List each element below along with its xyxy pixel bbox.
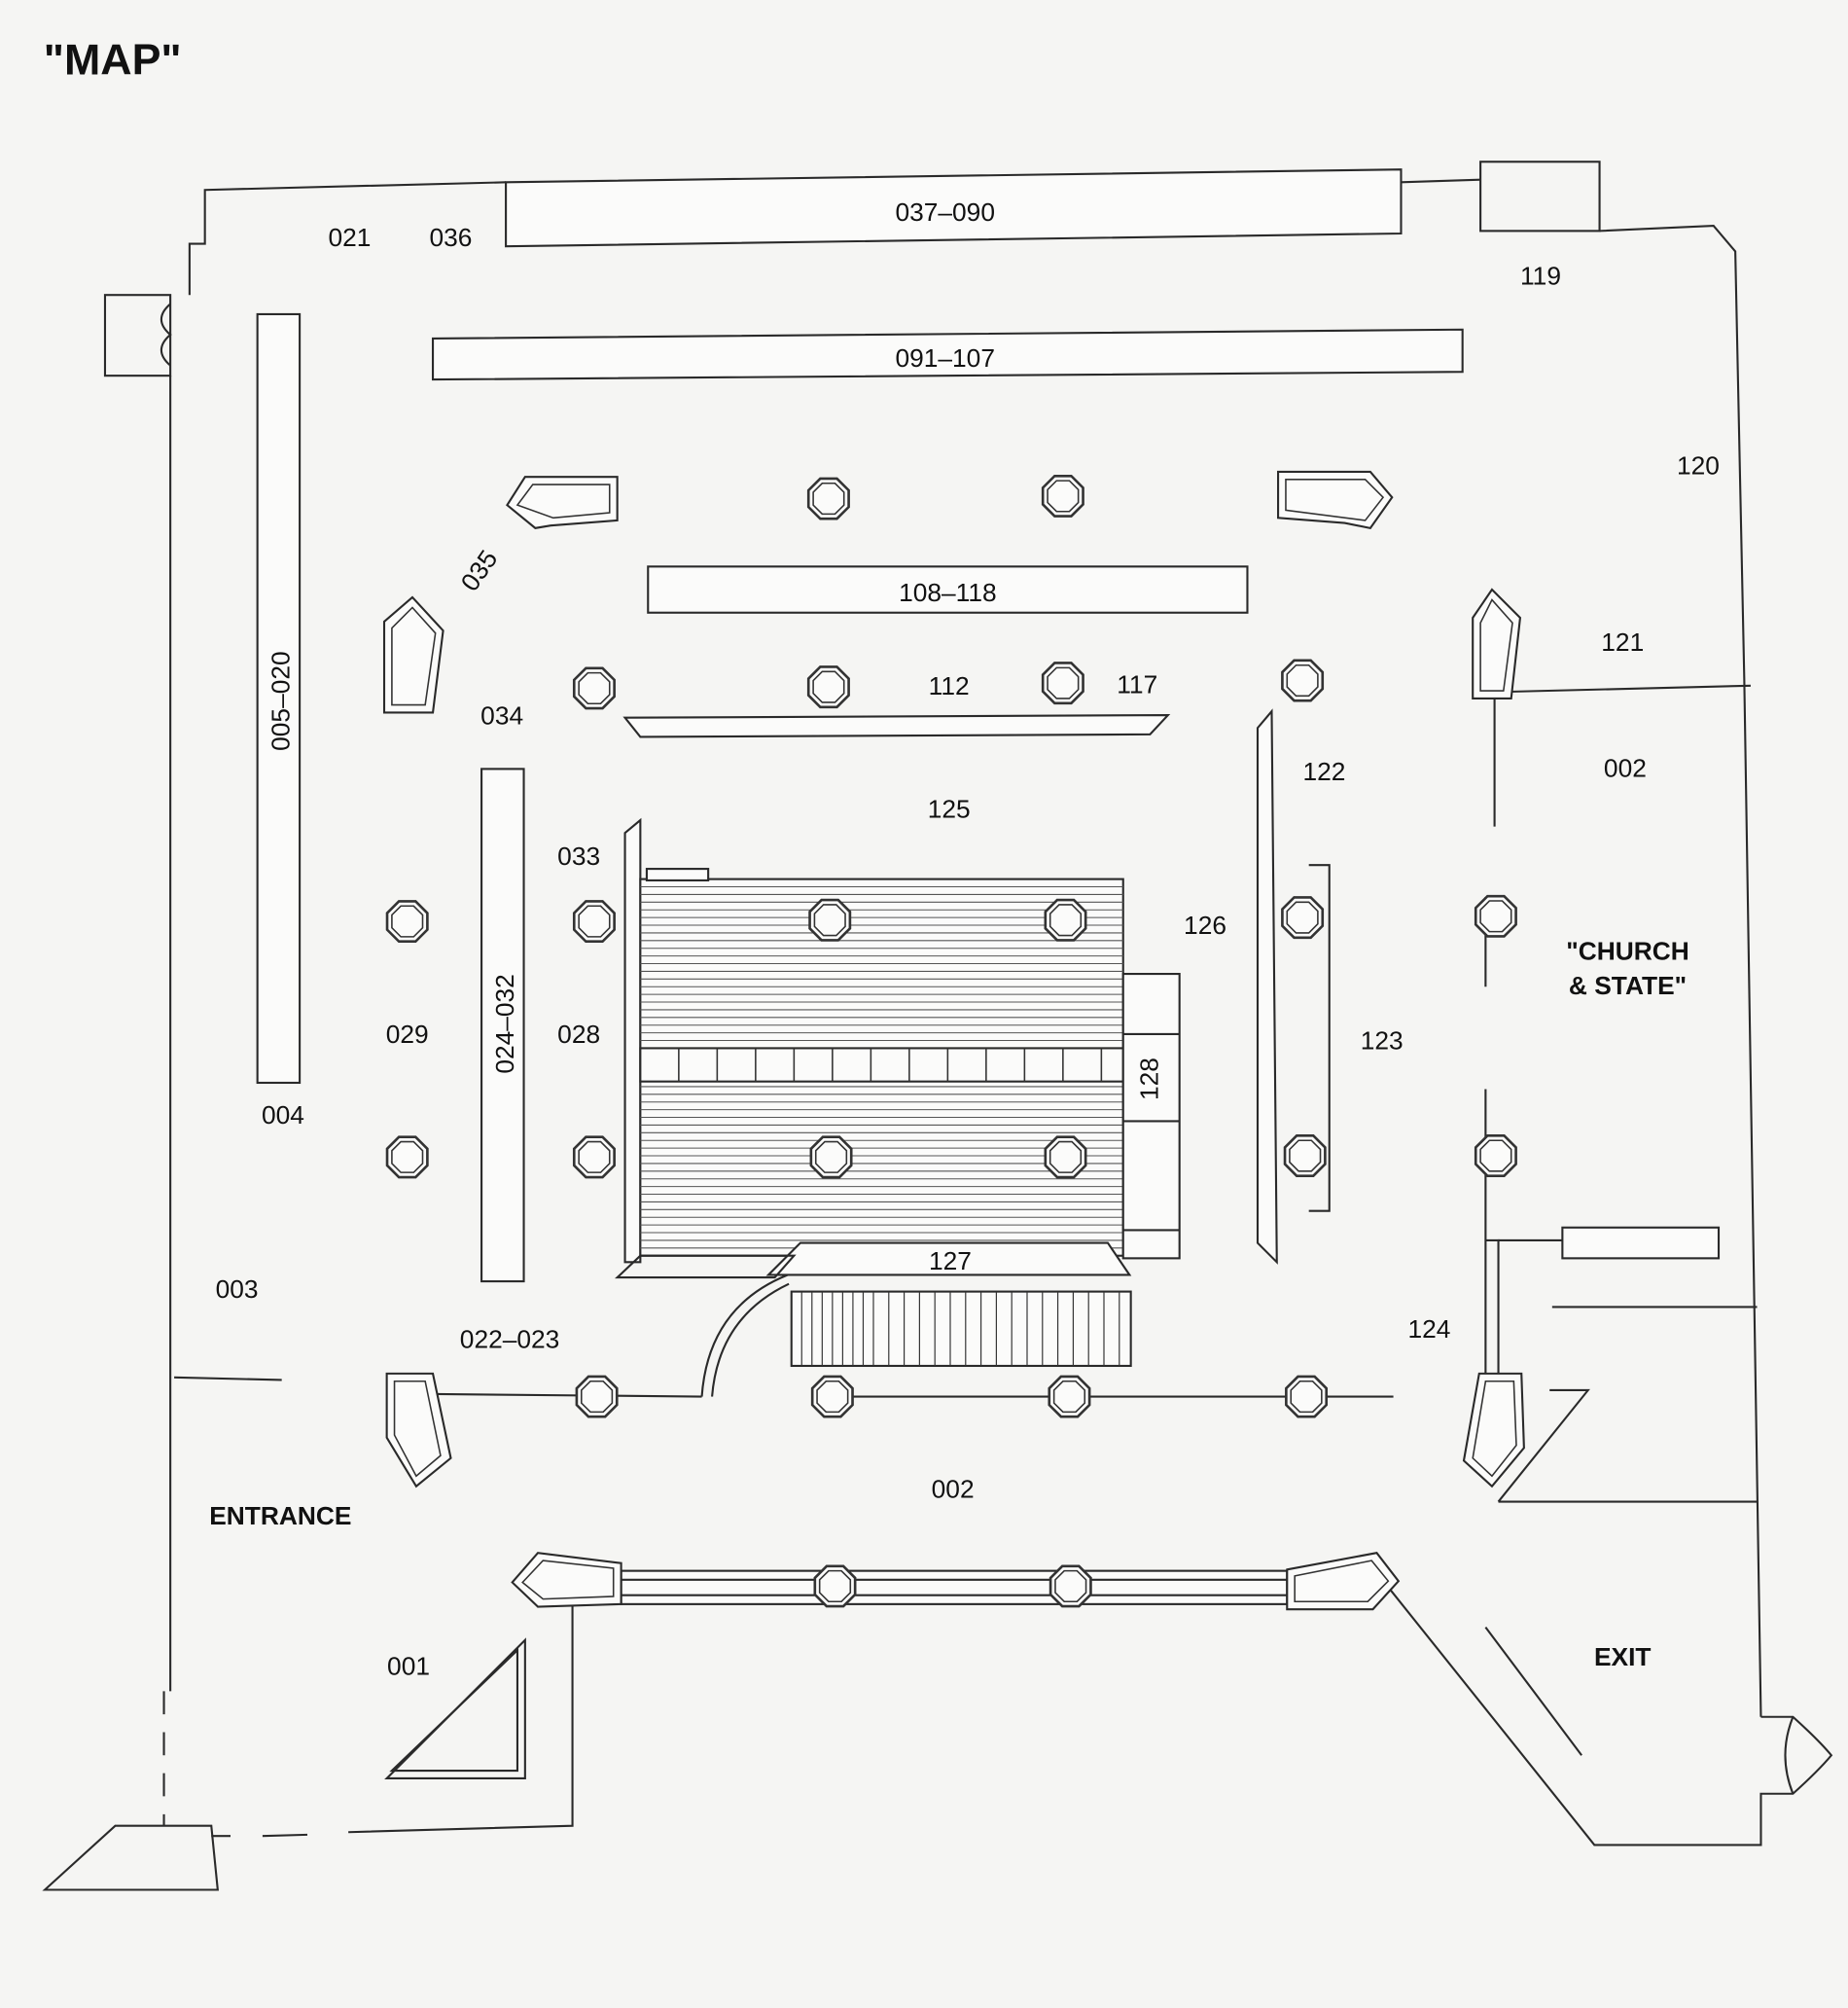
booth-108-118[interactable]	[647, 565, 1249, 614]
label-church-state-line1: "CHURCH	[1566, 937, 1689, 966]
label-034: 034	[480, 700, 523, 730]
pillar-icon	[385, 900, 429, 944]
pillar-icon	[1281, 896, 1325, 940]
label-091-107: 091–107	[895, 343, 995, 373]
pillar-icon	[1048, 1564, 1092, 1608]
map-title: "MAP"	[44, 36, 182, 85]
label-108-118: 108–118	[899, 578, 997, 607]
label-121: 121	[1601, 628, 1644, 657]
label-128: 128	[1134, 1058, 1163, 1100]
label-029: 029	[386, 1020, 429, 1049]
display-case[interactable]	[1277, 470, 1394, 530]
outer-walls	[42, 161, 1833, 1891]
display-case[interactable]	[1472, 588, 1522, 700]
pillar-icon	[572, 666, 616, 710]
label-124: 124	[1407, 1314, 1450, 1344]
label-024-032: 024–032	[490, 974, 519, 1073]
pillar-icon	[385, 1135, 429, 1179]
label-004: 004	[262, 1100, 304, 1130]
display-cases	[382, 470, 1525, 1611]
label-117: 117	[1117, 670, 1157, 699]
display-case[interactable]	[1286, 1552, 1401, 1611]
display-case[interactable]	[382, 595, 444, 714]
label-021: 021	[328, 223, 371, 252]
label-119: 119	[1520, 262, 1561, 291]
pillar-icon	[1041, 662, 1084, 705]
label-002-church-state: 002	[1604, 753, 1647, 782]
display-case[interactable]	[1462, 1372, 1525, 1488]
label-125: 125	[928, 794, 971, 823]
pillar-icon	[1041, 474, 1084, 518]
label-033: 033	[557, 842, 600, 871]
label-church-state-line2: & STATE"	[1569, 971, 1687, 1000]
booth-119-box	[1479, 161, 1601, 233]
pillar-icon	[572, 900, 616, 944]
booth-112-117-wall[interactable]	[622, 714, 1171, 738]
pillar-icon	[808, 898, 852, 942]
label-126: 126	[1184, 911, 1226, 940]
pillar-icon	[1474, 894, 1517, 938]
booth-005-020[interactable]	[256, 312, 302, 1085]
display-case[interactable]	[385, 1372, 452, 1488]
booth-091-107[interactable]	[431, 328, 1464, 381]
label-005-020: 005–020	[267, 651, 296, 751]
label-003: 003	[216, 1274, 259, 1304]
pillar-icon	[1283, 1134, 1327, 1178]
label-122: 122	[1303, 757, 1346, 786]
pillar-icon	[810, 1375, 854, 1418]
pillar-icon	[1285, 1375, 1329, 1418]
booth-037-090[interactable]	[505, 168, 1403, 248]
pillar-icon	[813, 1564, 857, 1608]
booth-128[interactable]	[1121, 973, 1181, 1260]
pillar-icon	[806, 665, 850, 709]
booth-127[interactable]	[765, 1241, 1132, 1276]
label-035: 035	[455, 545, 504, 596]
pillar-icon	[809, 1135, 853, 1179]
label-entrance: ENTRANCE	[209, 1501, 351, 1530]
pillar-icon	[1474, 1134, 1517, 1178]
pillar-icon	[806, 477, 850, 520]
booth-122-wall[interactable]	[1256, 708, 1278, 1265]
pillar-icon	[1048, 1375, 1091, 1418]
label-022-023: 022–023	[460, 1325, 560, 1354]
central-stage	[435, 868, 1394, 1605]
label-112: 112	[929, 671, 970, 700]
pillar-icon	[1281, 659, 1325, 702]
label-037-090: 037–090	[895, 197, 995, 227]
booths	[174, 168, 1758, 1779]
pillars	[385, 474, 1517, 1608]
pillar-icon	[1044, 898, 1087, 942]
label-036: 036	[430, 223, 473, 252]
label-120: 120	[1677, 451, 1720, 481]
label-001: 001	[387, 1651, 430, 1680]
pillar-icon	[572, 1135, 616, 1179]
labels: 021 036 037–090 119 091–107 120 035 108–…	[209, 197, 1720, 1680]
label-123: 123	[1361, 1026, 1404, 1056]
label-028: 028	[557, 1020, 600, 1049]
label-127: 127	[929, 1246, 972, 1275]
pillar-icon	[575, 1375, 619, 1418]
pillar-icon	[1044, 1135, 1087, 1179]
label-exit: EXIT	[1594, 1642, 1652, 1671]
label-002-main: 002	[932, 1475, 975, 1504]
booth-024-032[interactable]	[480, 768, 525, 1283]
